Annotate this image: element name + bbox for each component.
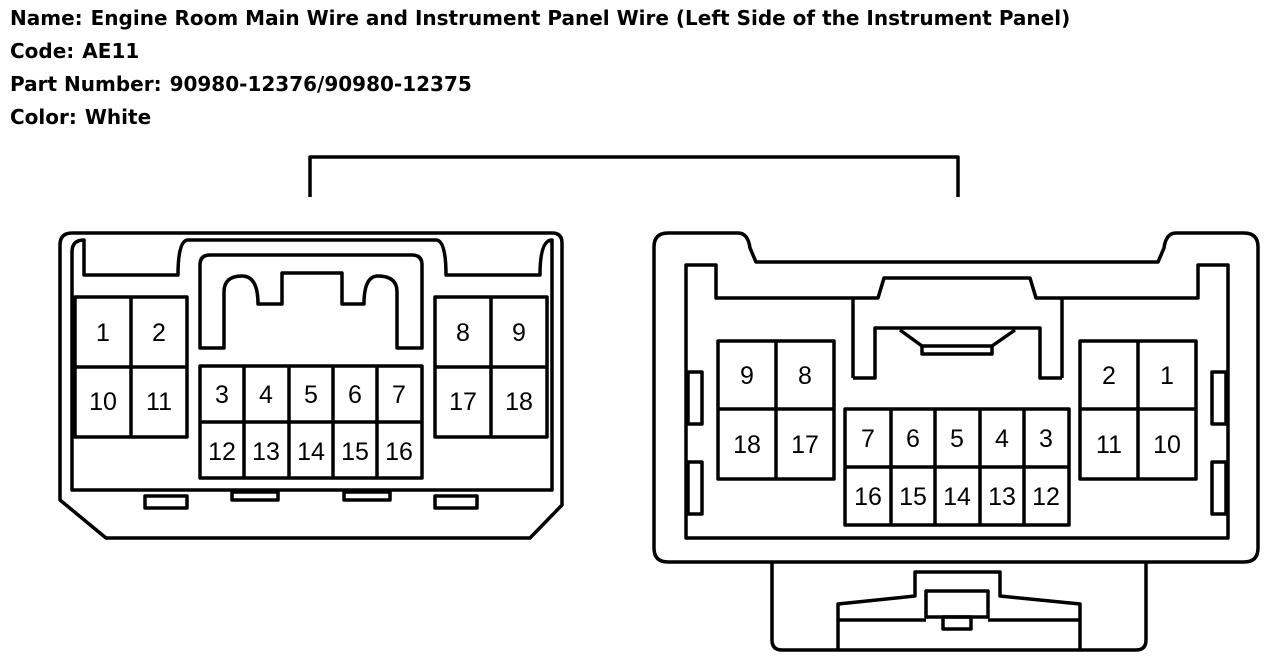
pin-label: 2 bbox=[152, 319, 166, 347]
pin-label: 18 bbox=[733, 431, 761, 459]
part-number-label: Part Number: bbox=[10, 72, 162, 96]
left-connector-tab bbox=[342, 490, 392, 502]
pin-label: 17 bbox=[449, 388, 477, 416]
name-value: Engine Room Main Wire and Instrument Pan… bbox=[90, 6, 1071, 30]
pin-label: 15 bbox=[899, 483, 927, 511]
left-connector-inner-frame bbox=[70, 238, 554, 492]
pin-label: 17 bbox=[791, 431, 819, 459]
right-connector-notch bbox=[1210, 370, 1228, 426]
pin-label: 12 bbox=[1032, 483, 1060, 511]
pin-label: 14 bbox=[943, 483, 971, 511]
left-pin-labels: 1 2 10 11 3 4 5 6 7 12 13 14 15 16 8 9 1… bbox=[89, 319, 533, 466]
right-connector-lock bbox=[851, 298, 1064, 380]
pin-label: 3 bbox=[215, 381, 229, 409]
pin-label: 13 bbox=[252, 438, 280, 466]
left-connector-tab bbox=[143, 494, 189, 510]
pin-label: 8 bbox=[456, 319, 470, 347]
pin-label: 11 bbox=[1096, 431, 1122, 459]
pin-label: 8 bbox=[798, 362, 812, 390]
code-value: AE11 bbox=[82, 39, 140, 63]
left-connector-lock bbox=[198, 253, 424, 350]
pin-label: 18 bbox=[505, 388, 533, 416]
right-connector-notch bbox=[686, 370, 704, 426]
connector-color-line: Color: White bbox=[10, 105, 151, 129]
pin-label: 10 bbox=[89, 388, 117, 416]
right-connector-bottom-latch bbox=[770, 562, 1148, 652]
pin-label: 7 bbox=[392, 381, 406, 409]
right-connector-notch bbox=[686, 460, 704, 516]
color-value: White bbox=[84, 105, 152, 129]
right-pin-labels: 9 8 18 17 7 6 5 4 3 16 15 14 13 12 2 1 1… bbox=[733, 362, 1181, 511]
pin-label: 14 bbox=[297, 438, 325, 466]
pin-label: 7 bbox=[861, 425, 875, 453]
part-number-value: 90980-12376/90980-12375 bbox=[169, 72, 472, 96]
pairing-bracket bbox=[308, 155, 960, 197]
color-label: Color: bbox=[10, 105, 77, 129]
pin-label: 4 bbox=[995, 425, 1009, 453]
right-connector-inner-frame bbox=[684, 263, 1230, 540]
pin-label: 2 bbox=[1102, 362, 1116, 390]
left-connector-tab bbox=[433, 494, 479, 510]
pin-label: 6 bbox=[348, 381, 362, 409]
pin-label: 16 bbox=[854, 483, 882, 511]
pin-label: 9 bbox=[512, 319, 526, 347]
pin-label: 11 bbox=[146, 388, 172, 416]
pin-label: 9 bbox=[740, 362, 754, 390]
pin-label: 13 bbox=[988, 483, 1016, 511]
pin-label: 10 bbox=[1153, 431, 1181, 459]
pin-label: 5 bbox=[950, 425, 964, 453]
left-connector-tab bbox=[230, 490, 280, 502]
left-connector bbox=[58, 231, 564, 540]
pin-label: 16 bbox=[385, 438, 413, 466]
connector-code-line: Code: AE11 bbox=[10, 39, 139, 63]
name-label: Name: bbox=[10, 6, 83, 30]
part-number-line: Part Number: 90980-12376/90980-12375 bbox=[10, 72, 472, 96]
pin-label: 12 bbox=[208, 438, 236, 466]
pin-label: 1 bbox=[1160, 362, 1174, 390]
right-connector bbox=[652, 231, 1260, 652]
pin-label: 5 bbox=[304, 381, 318, 409]
pin-label: 3 bbox=[1039, 425, 1053, 453]
pin-label: 6 bbox=[906, 425, 920, 453]
left-connector-housing bbox=[58, 231, 564, 540]
pin-label: 15 bbox=[341, 438, 369, 466]
right-connector-housing bbox=[652, 231, 1260, 564]
right-connector-latch bbox=[898, 328, 1016, 356]
code-label: Code: bbox=[10, 39, 75, 63]
right-connector-notch bbox=[1210, 460, 1228, 516]
pin-label: 1 bbox=[96, 319, 110, 347]
pin-label: 4 bbox=[259, 381, 273, 409]
connector-name-line: Name: Engine Room Main Wire and Instrumen… bbox=[10, 6, 1070, 30]
